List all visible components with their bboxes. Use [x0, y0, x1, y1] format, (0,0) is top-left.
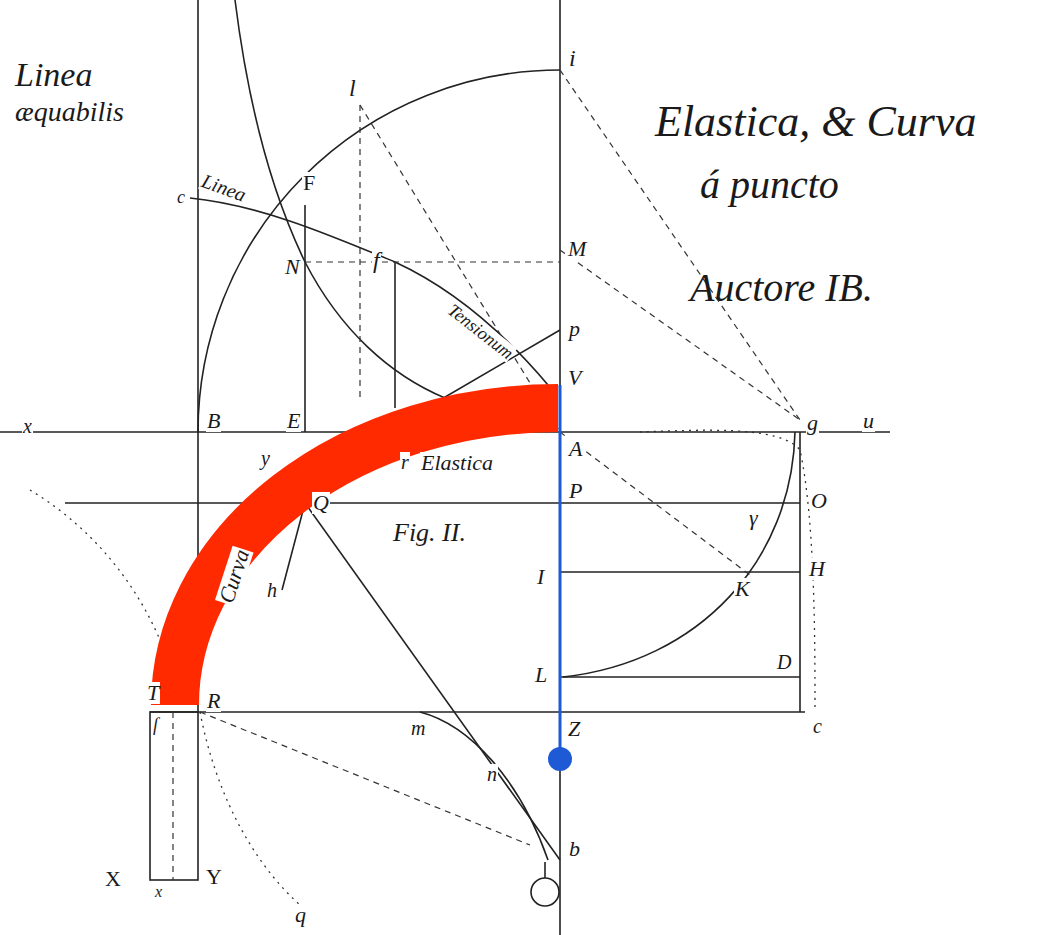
point-letter: Y	[205, 866, 223, 888]
point-letter: g	[806, 412, 819, 434]
curve-name: Linea	[14, 58, 93, 92]
point-letter: F	[302, 172, 316, 194]
elastica-band	[175, 408, 558, 705]
point-letter: y	[260, 448, 271, 468]
point-letter: x	[22, 416, 33, 436]
point-letter: x	[154, 884, 163, 900]
point-letter: b	[568, 838, 581, 860]
point-letter: Z	[567, 718, 581, 740]
point-letter: P	[568, 480, 583, 502]
blue-string	[559, 385, 562, 748]
point-letter: N	[284, 256, 301, 278]
point-letter: Q	[312, 492, 330, 514]
point-letter: u	[862, 410, 875, 432]
point-letter: q	[294, 904, 307, 926]
point-letter: O	[810, 490, 828, 512]
point-letter: h	[266, 580, 278, 600]
point-letter: B	[206, 410, 221, 432]
point-letter: m	[410, 718, 426, 738]
point-letter: I	[536, 566, 545, 588]
blue-weight	[548, 747, 572, 771]
point-letter: c	[812, 716, 823, 736]
point-letter: T	[146, 682, 160, 704]
point-letter: l	[348, 76, 357, 100]
point-letter: K	[734, 578, 751, 600]
title-line: Elastica, & Curva	[655, 100, 976, 144]
point-letter: V	[567, 367, 582, 389]
figure-number: Fig. II.	[392, 520, 467, 546]
point-letter: n	[486, 764, 498, 784]
curve-name: Elastica	[420, 452, 494, 474]
curve-name: æquabilis	[14, 98, 125, 126]
point-letter: L	[534, 664, 548, 686]
point-letter: c	[176, 188, 186, 206]
point-letter: i	[568, 46, 577, 70]
point-letter: E	[286, 410, 301, 432]
title-line: á puncto	[700, 165, 839, 205]
point-letter: D	[776, 652, 792, 672]
point-letter: H	[808, 558, 826, 580]
curve-name: Tensionum	[444, 300, 518, 363]
point-letter: X	[104, 868, 122, 890]
point-letter: f	[372, 248, 381, 272]
point-letter: R	[206, 690, 221, 712]
point-letter: γ	[748, 507, 759, 529]
title-line: Auctore IB.	[690, 268, 873, 308]
point-letter: A	[568, 438, 583, 460]
point-letter: p	[568, 318, 581, 340]
point-letter: r	[400, 452, 410, 472]
point-letter: ſ	[152, 716, 159, 734]
point-letter: M	[567, 238, 587, 260]
